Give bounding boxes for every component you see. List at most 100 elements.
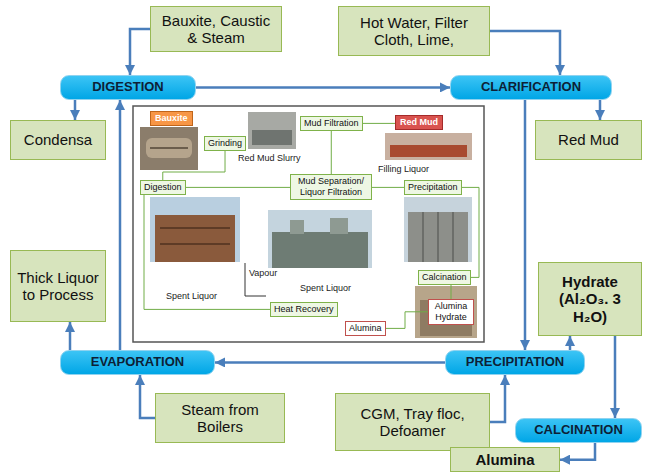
node-text: Red Mud — [558, 131, 619, 148]
flow-connector — [462, 187, 479, 277]
photo-ground — [140, 127, 198, 170]
slurry-photo — [248, 112, 296, 149]
tank-line — [437, 212, 439, 262]
material-label: Bauxite — [150, 111, 193, 126]
process-stage: DIGESTION — [60, 75, 196, 100]
precipitation-photo — [404, 197, 472, 262]
flow-label: Spent Liquor — [300, 283, 351, 294]
input-output-box: CGM, Tray floc, Defoamer — [335, 393, 490, 451]
photo-sky — [404, 197, 472, 262]
node-text: PRECIPITATION — [466, 355, 564, 370]
flow-connector — [490, 31, 560, 75]
node-text: Thick Liquor to Process — [16, 269, 100, 304]
product-label: Alumina — [345, 321, 386, 336]
input-output-box: Thick Liquor to Process — [10, 250, 106, 322]
tank-line — [452, 212, 454, 262]
process-stage: CALCINATION — [515, 418, 642, 443]
plant-tank — [290, 220, 304, 234]
flow-connector — [363, 123, 395, 124]
flow-connector — [144, 195, 270, 310]
flow-label: Red Mud Slurry — [238, 153, 301, 164]
mill-band — [150, 147, 188, 149]
node-text: Steam from Boilers — [161, 401, 279, 436]
flow-connector — [130, 29, 150, 75]
node-text: Bauxite, Caustic & Steam — [156, 12, 276, 47]
node-text: DIGESTION — [92, 80, 164, 95]
slurry-tank — [252, 130, 292, 145]
step-label: Mud Separation/ Liquor Filtration — [290, 174, 372, 200]
step-label: Mud Filtration — [300, 116, 363, 131]
node-text: Mud Filtration — [304, 118, 359, 129]
vapour-line — [245, 263, 266, 296]
node-text: EVAPORATION — [91, 355, 184, 370]
mud-pond — [390, 145, 467, 157]
input-output-box: Hydrate (Al₂O₃. 3 H₂O) — [538, 262, 642, 336]
flow-connector — [119, 100, 122, 350]
input-output-box: Hot Water, Filter Cloth, Lime, — [338, 6, 490, 56]
digester-plant — [155, 215, 235, 262]
precipitator-tanks — [408, 212, 468, 262]
node-text: Hot Water, Filter Cloth, Lime, — [344, 14, 484, 49]
process-stage: CLARIFICATION — [450, 75, 612, 100]
flow-connector — [69, 322, 72, 350]
plant-line — [160, 227, 230, 229]
grinding-photo — [140, 127, 198, 170]
flow-connector — [372, 187, 404, 188]
flow-connector — [186, 187, 290, 188]
plant-building — [272, 232, 368, 268]
flow-connector — [74, 100, 77, 120]
flow-connector — [331, 131, 332, 174]
flow-connector — [163, 151, 225, 180]
flow-label: Vapour — [249, 268, 277, 279]
node-text: Precipitation — [408, 182, 458, 193]
step-label: Grinding — [204, 136, 246, 151]
plant-tank — [330, 218, 348, 234]
step-label: Calcination — [418, 270, 471, 285]
node-text: Alumina Hydrate — [432, 301, 470, 323]
flow-connector — [560, 443, 595, 460]
step-label: Precipitation — [404, 180, 462, 195]
input-output-box: Steam from Boilers — [155, 393, 285, 443]
flow-connector — [386, 312, 428, 329]
flow-connector — [524, 100, 527, 350]
tank-line — [422, 212, 424, 262]
process-stage: EVAPORATION — [60, 350, 215, 375]
node-text: Grinding — [208, 138, 242, 149]
flow-label: Spent Liquor — [166, 291, 217, 302]
waste-label: Red Mud — [395, 115, 443, 130]
node-text: Bauxite — [155, 113, 188, 124]
node-text: Red Mud — [400, 117, 438, 128]
flow-connector — [196, 86, 450, 89]
step-label: Heat Recovery — [270, 302, 338, 317]
photo-ground — [385, 133, 472, 160]
node-text: CGM, Tray floc, Defoamer — [341, 405, 484, 440]
mill-drum — [146, 138, 192, 158]
input-output-box: Condensa — [10, 120, 106, 160]
flow-connector — [140, 375, 155, 418]
node-text: Calcination — [422, 272, 467, 283]
flow-connector — [451, 285, 452, 299]
node-text: Hydrate (Al₂O₃. 3 H₂O) — [544, 273, 636, 325]
input-output-box: Red Mud — [535, 120, 642, 160]
node-text: Condensa — [24, 131, 92, 148]
flow-connector — [614, 336, 617, 418]
flow-connector — [569, 336, 572, 350]
plant-photo — [268, 210, 372, 268]
node-text: Heat Recovery — [274, 304, 334, 315]
node-text: Mud Separation/ Liquor Filtration — [294, 176, 368, 198]
flow-connector — [599, 100, 602, 120]
input-output-box: Bauxite, Caustic & Steam — [150, 6, 282, 52]
node-text: Digestion — [144, 182, 182, 193]
photo-sky — [150, 197, 240, 262]
plant-line — [160, 243, 230, 245]
node-text: CLARIFICATION — [481, 80, 581, 95]
step-label: Digestion — [140, 180, 186, 195]
node-text: Alumina — [475, 451, 534, 468]
flow-label: Filling Liquor — [378, 164, 429, 175]
digestion-photo — [150, 197, 240, 262]
photo-sky — [268, 210, 372, 268]
process-stage: PRECIPITATION — [445, 350, 585, 375]
